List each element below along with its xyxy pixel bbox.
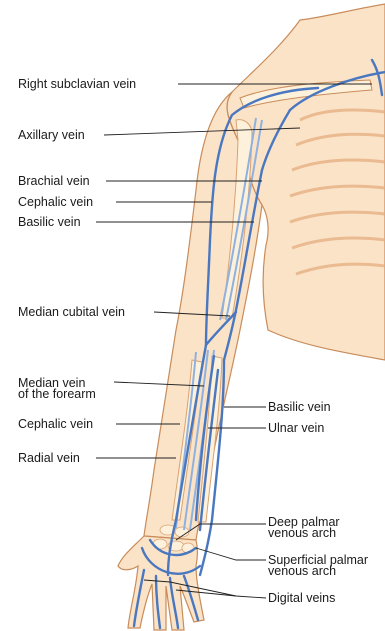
label-radial-vein: Radial vein xyxy=(18,452,80,464)
label-cephalic-vein-upper: Cephalic vein xyxy=(18,196,93,208)
label-median-vein-of-forearm-line2: of the forearm xyxy=(18,389,96,400)
label-deep-palmar-arch-line2: venous arch xyxy=(268,528,336,539)
label-axillary-vein: Axillary vein xyxy=(18,129,85,141)
label-cephalic-vein-lower: Cephalic vein xyxy=(18,418,93,430)
label-median-cubital-vein: Median cubital vein xyxy=(18,306,125,318)
label-brachial-vein: Brachial vein xyxy=(18,175,90,187)
label-basilic-vein-lower: Basilic vein xyxy=(268,401,331,413)
label-digital-veins: Digital veins xyxy=(268,592,335,604)
label-basilic-vein-upper: Basilic vein xyxy=(18,216,81,228)
label-ulnar-vein: Ulnar vein xyxy=(268,422,324,434)
label-superficial-palmar-arch-line2: venous arch xyxy=(268,566,336,577)
label-right-subclavian-vein: Right subclavian vein xyxy=(18,78,136,90)
